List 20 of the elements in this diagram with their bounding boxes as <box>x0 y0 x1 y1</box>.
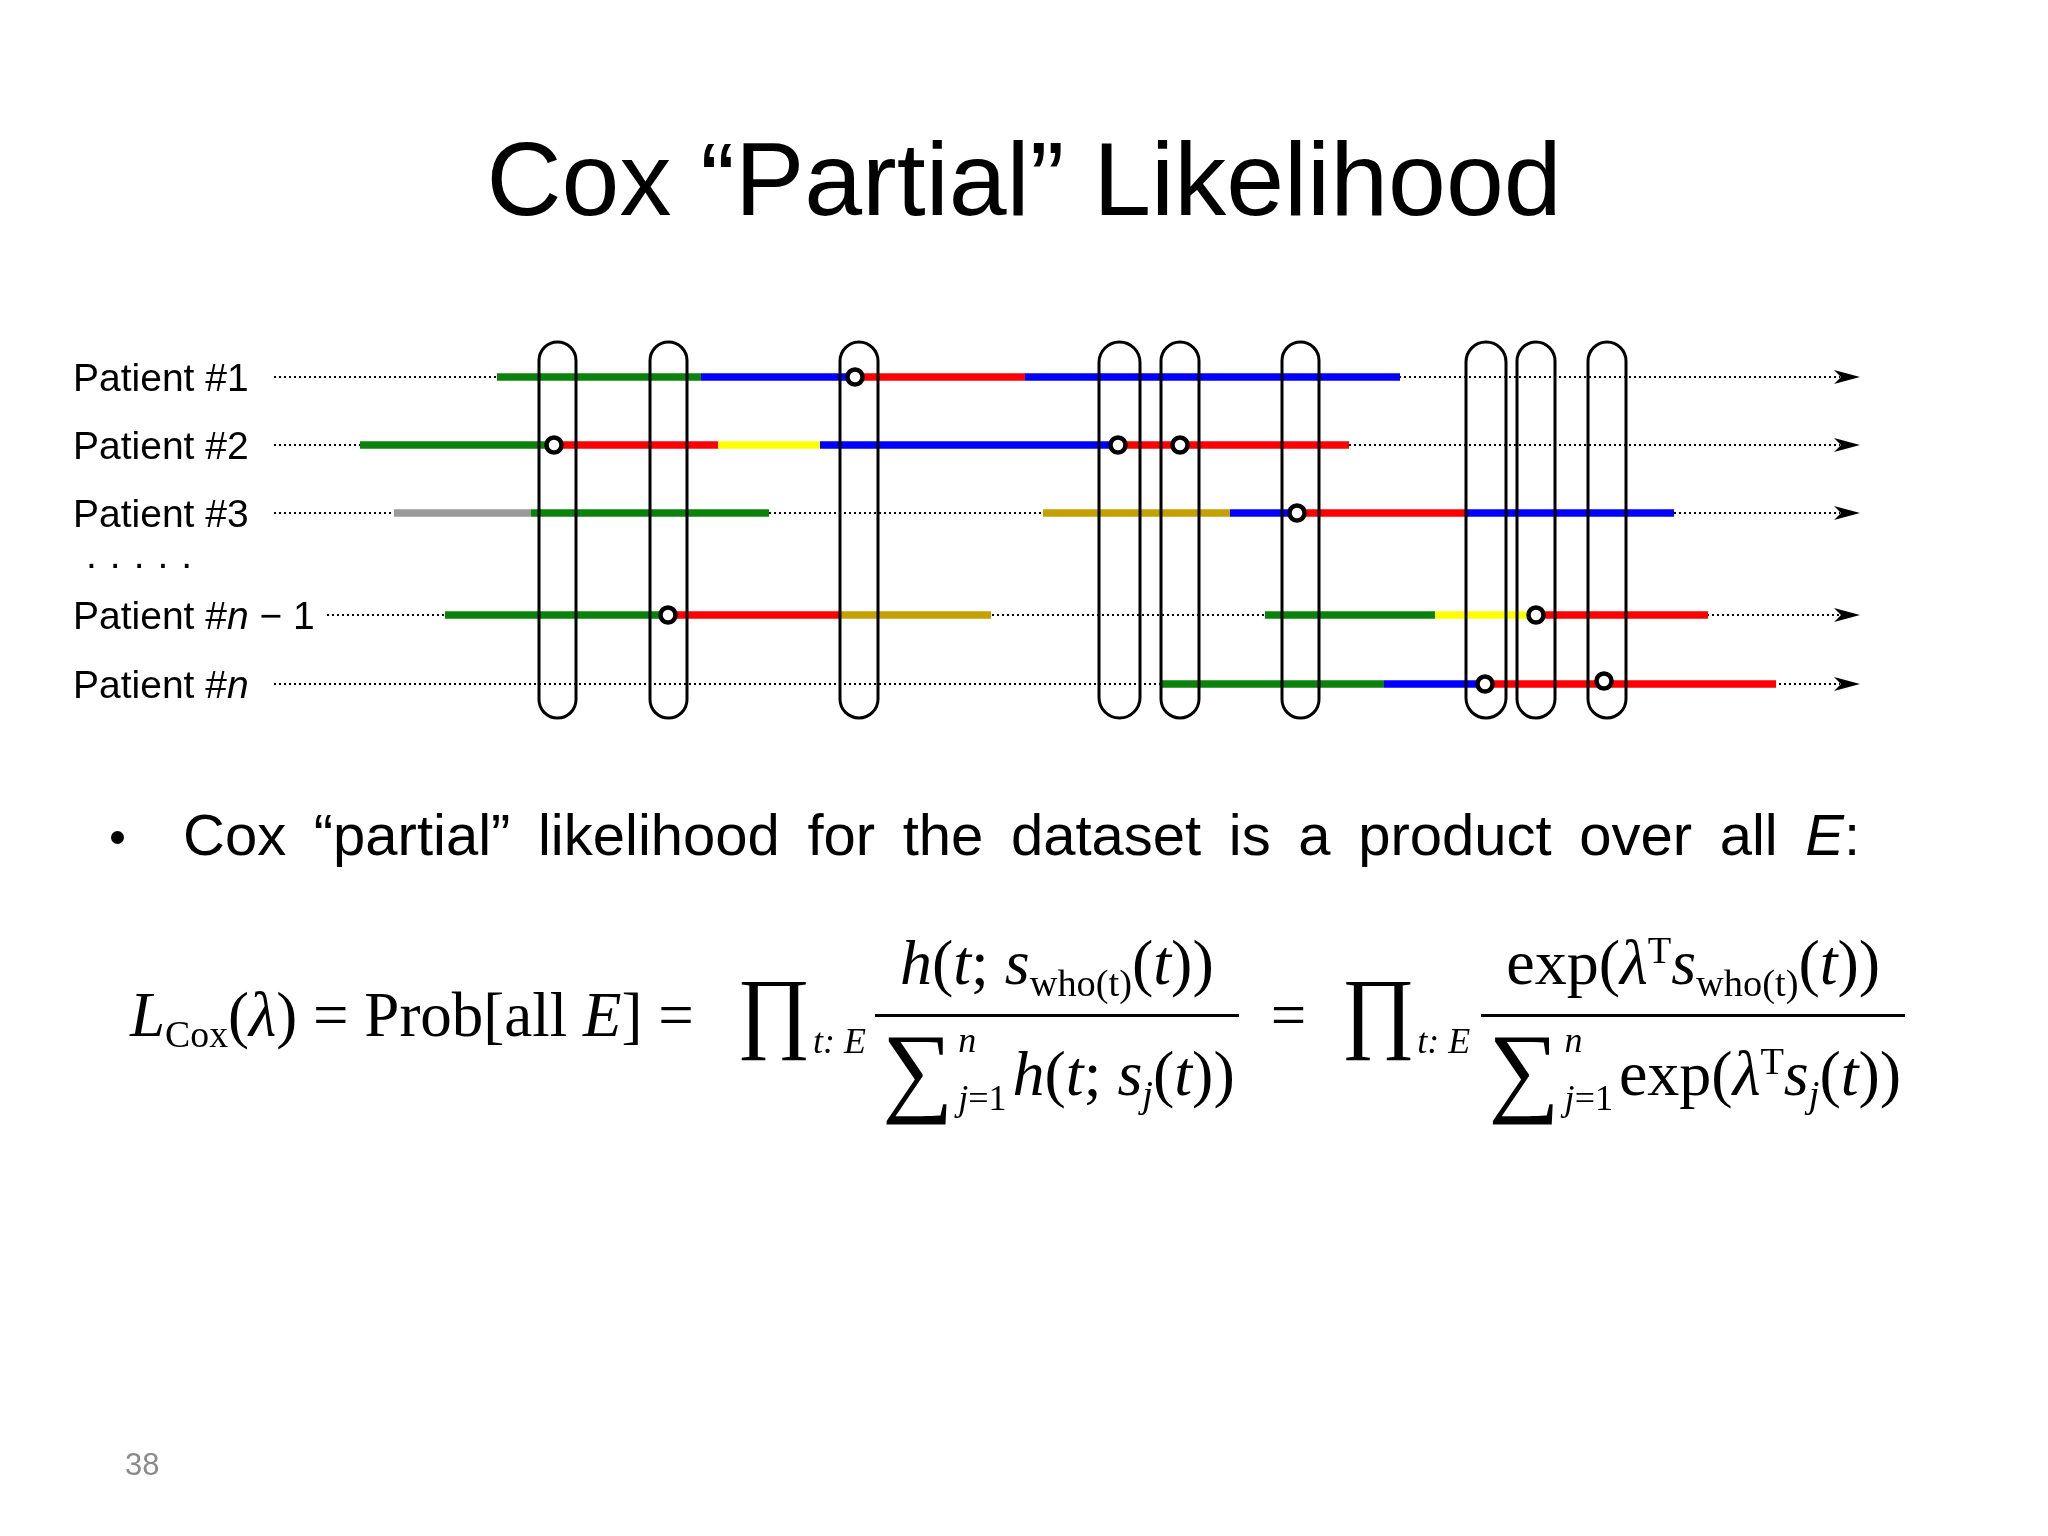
summation-operator: ∑ <box>1487 1018 1561 1127</box>
patient-row-label: Patient #2 <box>73 426 249 465</box>
fraction-denominator: exp(λ$^{T}$s$_{j}$(t)) <box>1618 1036 1902 1113</box>
patient-row-label: Patient #1 <box>73 358 249 397</box>
summation-operator: ∑ <box>880 1018 954 1127</box>
summation-upper-limit: n <box>1564 1022 1583 1058</box>
summation-upper-limit: n <box>958 1022 977 1058</box>
product-operator: ∏$_{t: E}$ <box>1340 961 1472 1064</box>
patient-row-label: Patient #n <box>73 665 249 704</box>
page-number: 38 <box>125 1449 160 1480</box>
fraction-denominator: h(t; s$_{j}$(t)) <box>1012 1036 1235 1113</box>
patient-row-label: Patient #3 <box>73 494 249 533</box>
slide-title: Cox “Partial” Likelihood <box>486 127 1562 231</box>
equals-sign: = <box>1270 978 1307 1052</box>
fraction-numerator: h(t; s$_{who(t)}$(t)) <box>899 926 1214 1002</box>
product-operator: ∏$_{t: E}$ <box>735 961 867 1064</box>
formula-term: L$_{Cox}$(λ) = Prob[all E] = <box>130 978 694 1054</box>
ellipsis-label: ..... <box>86 535 206 574</box>
fraction-numerator: exp(λ$^{T}$s$_{who(t)}$(t)) <box>1506 926 1881 1002</box>
patient-row-label: Patient #n − 1 <box>73 596 315 635</box>
